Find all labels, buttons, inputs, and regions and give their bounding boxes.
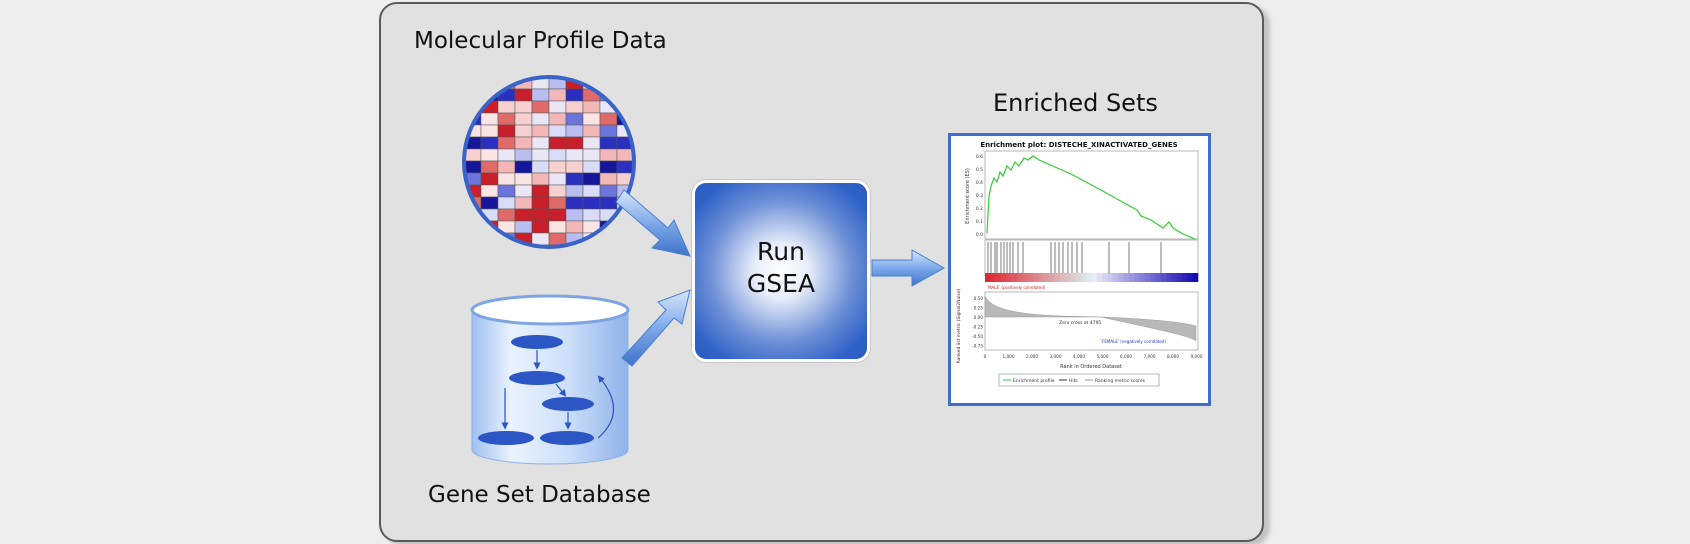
es-tick-label: 0.5 [976,167,983,173]
metric-tick-label: 0.25 [974,306,984,311]
arrow-icon [871,249,946,287]
enriched-sets-label: Enriched Sets [993,89,1158,117]
negative-correlation-label: 'FEMALE' (negatively correlated) [1101,339,1166,344]
legend-enrichment-profile: Enrichment profile [1013,378,1055,384]
es-tick-label: 0.2 [976,206,983,212]
es-tick-label: 0.3 [976,193,983,199]
x-tick-label: 7,000 [1144,354,1156,359]
zero-cross-label: Zero cross at 4795 [1059,320,1101,326]
x-tick-label: 2,000 [1026,354,1038,359]
x-tick-label: 5,000 [1097,354,1109,359]
es-axis-label: Enrichment score (ES) [965,168,971,224]
run-gsea-text-line2: GSEA [746,269,816,298]
metric-axis-label: Ranked list metric (Signal2Noise) [956,288,962,363]
es-tick-label: 0.4 [976,180,983,186]
metric-tick-label: 0.50 [974,296,984,301]
legend-ranking-metric: Ranking metric scores [1095,378,1146,384]
x-tick-label: 9,000 [1191,354,1203,359]
x-tick-label: 8,000 [1167,354,1179,359]
run-gsea-box: Run GSEA [692,180,870,362]
x-tick-label: 3,000 [1050,354,1062,359]
es-tick-label: 0.6 [976,154,983,160]
es-tick-label: 0.1 [976,219,983,225]
database-cylinder-icon [470,294,630,465]
positive-correlation-label: 'MALE' (positively correlated) [987,285,1046,290]
x-tick-label: 6,000 [1120,354,1132,359]
es-curve [986,155,1196,240]
metric-tick-label: -0.50 [972,334,983,339]
metric-tick-label: -0.75 [972,344,983,349]
arrow-icon [621,289,691,367]
es-tick-label: 0.0 [976,232,983,238]
ranked-metric-area [984,295,1197,342]
run-gsea-text-line1: Run [757,237,805,266]
x-tick-label: 4,000 [1073,354,1085,359]
plot-title: Enrichment plot: DISTECHE_XINACTIVATED_G… [980,141,1177,149]
arrow-icon [615,189,691,257]
enrichment-plot-thumbnail: Enrichment plot: DISTECHE_XINACTIVATED_G… [948,133,1211,406]
x-tick-label: 1,000 [1003,354,1015,359]
metric-tick-label: -0.25 [972,325,983,330]
legend-hits: Hits [1069,378,1078,384]
metric-tick-label: 0.00 [974,315,984,320]
x-tick-label: 0 [984,354,987,359]
heatmap-circle-icon [462,75,636,249]
molecular-profile-label: Molecular Profile Data [414,28,667,54]
x-axis-label: Rank in Ordered Dataset [1060,364,1122,370]
gene-set-database-label: Gene Set Database [428,482,651,508]
